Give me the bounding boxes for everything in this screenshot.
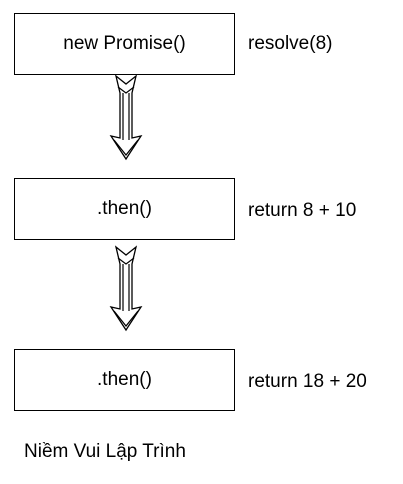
then-box-2-label: .then() (97, 369, 152, 390)
return-label-1: return 8 + 10 (248, 200, 357, 221)
promise-box-label: new Promise() (63, 33, 186, 54)
down-arrow-icon (109, 74, 143, 161)
footer-text: Niềm Vui Lập Trình (24, 441, 186, 462)
then-box-2: .then() (14, 349, 235, 411)
return-label-2: return 18 + 20 (248, 371, 367, 392)
then-box-1-label: .then() (97, 198, 152, 219)
down-arrow-icon (109, 245, 143, 332)
promise-box: new Promise() (14, 13, 235, 75)
resolve-label: resolve(8) (248, 33, 333, 54)
then-box-1: .then() (14, 178, 235, 240)
